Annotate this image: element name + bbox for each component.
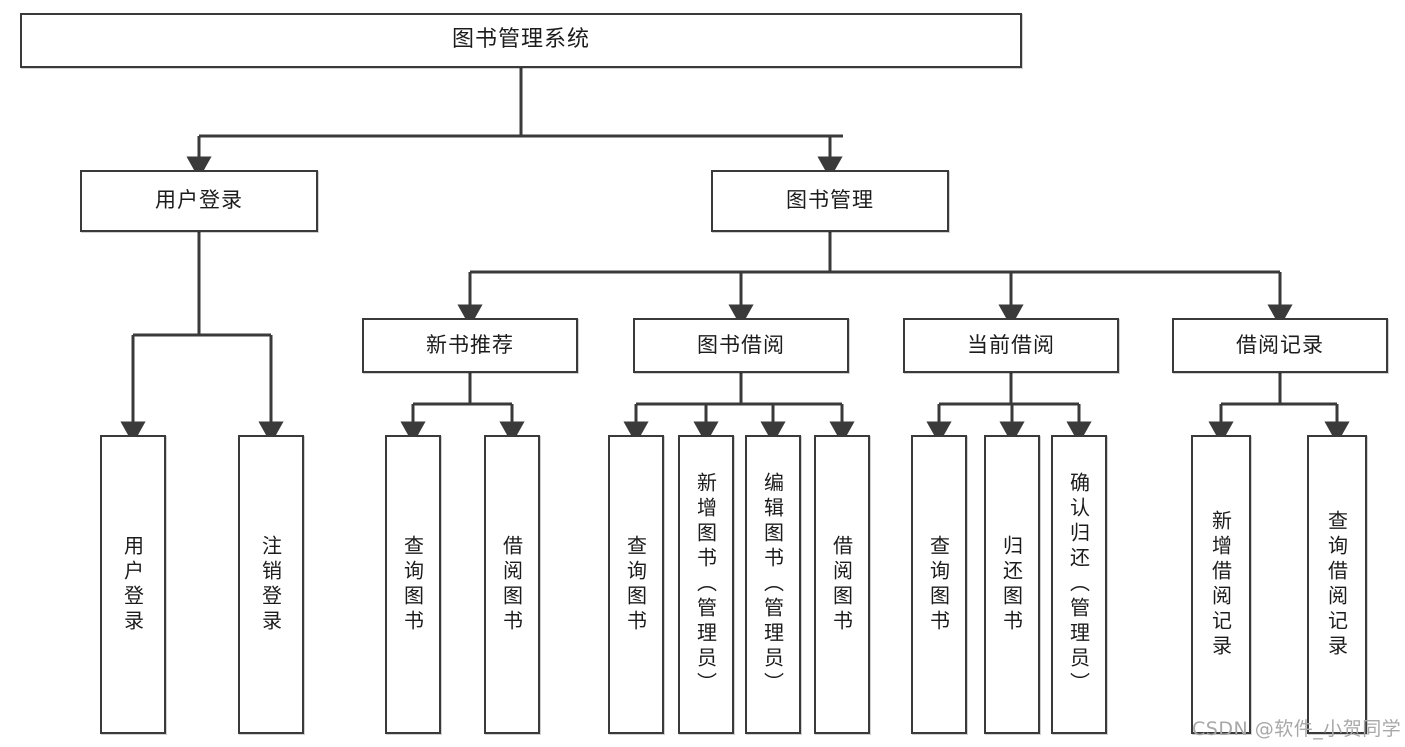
node-label: 归还图书 (999, 534, 1024, 635)
node-leaf-query-book-bor[interactable]: 查询图书 (608, 435, 664, 734)
node-leaf-user-login[interactable]: 用户登录 (100, 435, 166, 734)
node-root-system[interactable]: 图书管理系统 (20, 13, 1022, 68)
node-label: 查询借阅记录 (1324, 509, 1349, 660)
node-label: 新增借阅记录 (1208, 509, 1233, 660)
edge-current-borrow-to-leaves (926, 373, 1092, 444)
node-leaf-query-book-rec[interactable]: 查询图书 (385, 435, 441, 734)
node-leaf-user-logout[interactable]: 注销登录 (238, 435, 304, 734)
edge-book-borrow-to-leaves (623, 373, 855, 444)
node-label: 查询图书 (926, 534, 951, 635)
csdn-watermark: CSDN @软件_小贺同学 (1192, 718, 1402, 740)
node-label: 用户登录 (155, 188, 243, 213)
node-leaf-query-book-cur[interactable]: 查询图书 (911, 435, 967, 734)
node-label: 图书管理系统 (451, 27, 590, 53)
node-current-borrow[interactable]: 当前借阅 (903, 318, 1119, 373)
node-label: 新增图书（管理员） (693, 472, 718, 697)
node-borrow-record[interactable]: 借阅记录 (1172, 318, 1388, 373)
node-leaf-borrow-book-bor[interactable]: 借阅图书 (814, 435, 870, 734)
node-user-login[interactable]: 用户登录 (80, 170, 318, 232)
node-leaf-confirm-return[interactable]: 确认归还（管理员） (1051, 435, 1107, 734)
edge-root-to-level2 (186, 68, 843, 179)
node-label: 编辑图书（管理员） (760, 472, 785, 697)
edge-book-management-to-level3 (457, 232, 1293, 327)
node-label: 借阅图书 (829, 534, 854, 635)
edge-new-book-recommend-to-leaves (400, 373, 525, 444)
node-label: 新书推荐 (426, 332, 514, 357)
node-book-management[interactable]: 图书管理 (711, 170, 949, 232)
edge-borrow-record-to-leaves (1208, 373, 1350, 444)
node-label: 确认归还（管理员） (1066, 472, 1091, 697)
node-label: 查询图书 (623, 534, 648, 635)
node-label: 借阅图书 (499, 534, 524, 635)
node-label: 图书借阅 (697, 332, 785, 357)
node-leaf-add-record[interactable]: 新增借阅记录 (1191, 435, 1251, 734)
node-label: 图书管理 (786, 188, 874, 213)
node-label: 查询图书 (400, 534, 425, 635)
node-leaf-borrow-book-rec[interactable]: 借阅图书 (484, 435, 540, 734)
node-label: 注销登录 (258, 534, 283, 635)
node-label: 借阅记录 (1236, 332, 1324, 357)
node-new-book-recommend[interactable]: 新书推荐 (362, 318, 578, 373)
node-label: 当前借阅 (967, 332, 1055, 357)
node-leaf-return-book[interactable]: 归还图书 (984, 435, 1040, 734)
node-leaf-edit-book[interactable]: 编辑图书（管理员） (745, 435, 801, 734)
node-book-borrow[interactable]: 图书借阅 (633, 318, 849, 373)
node-leaf-query-record[interactable]: 查询借阅记录 (1307, 435, 1367, 734)
node-label: 用户登录 (120, 534, 145, 635)
node-leaf-add-book[interactable]: 新增图书（管理员） (678, 435, 734, 734)
edge-user-login-to-leaves (120, 232, 284, 444)
